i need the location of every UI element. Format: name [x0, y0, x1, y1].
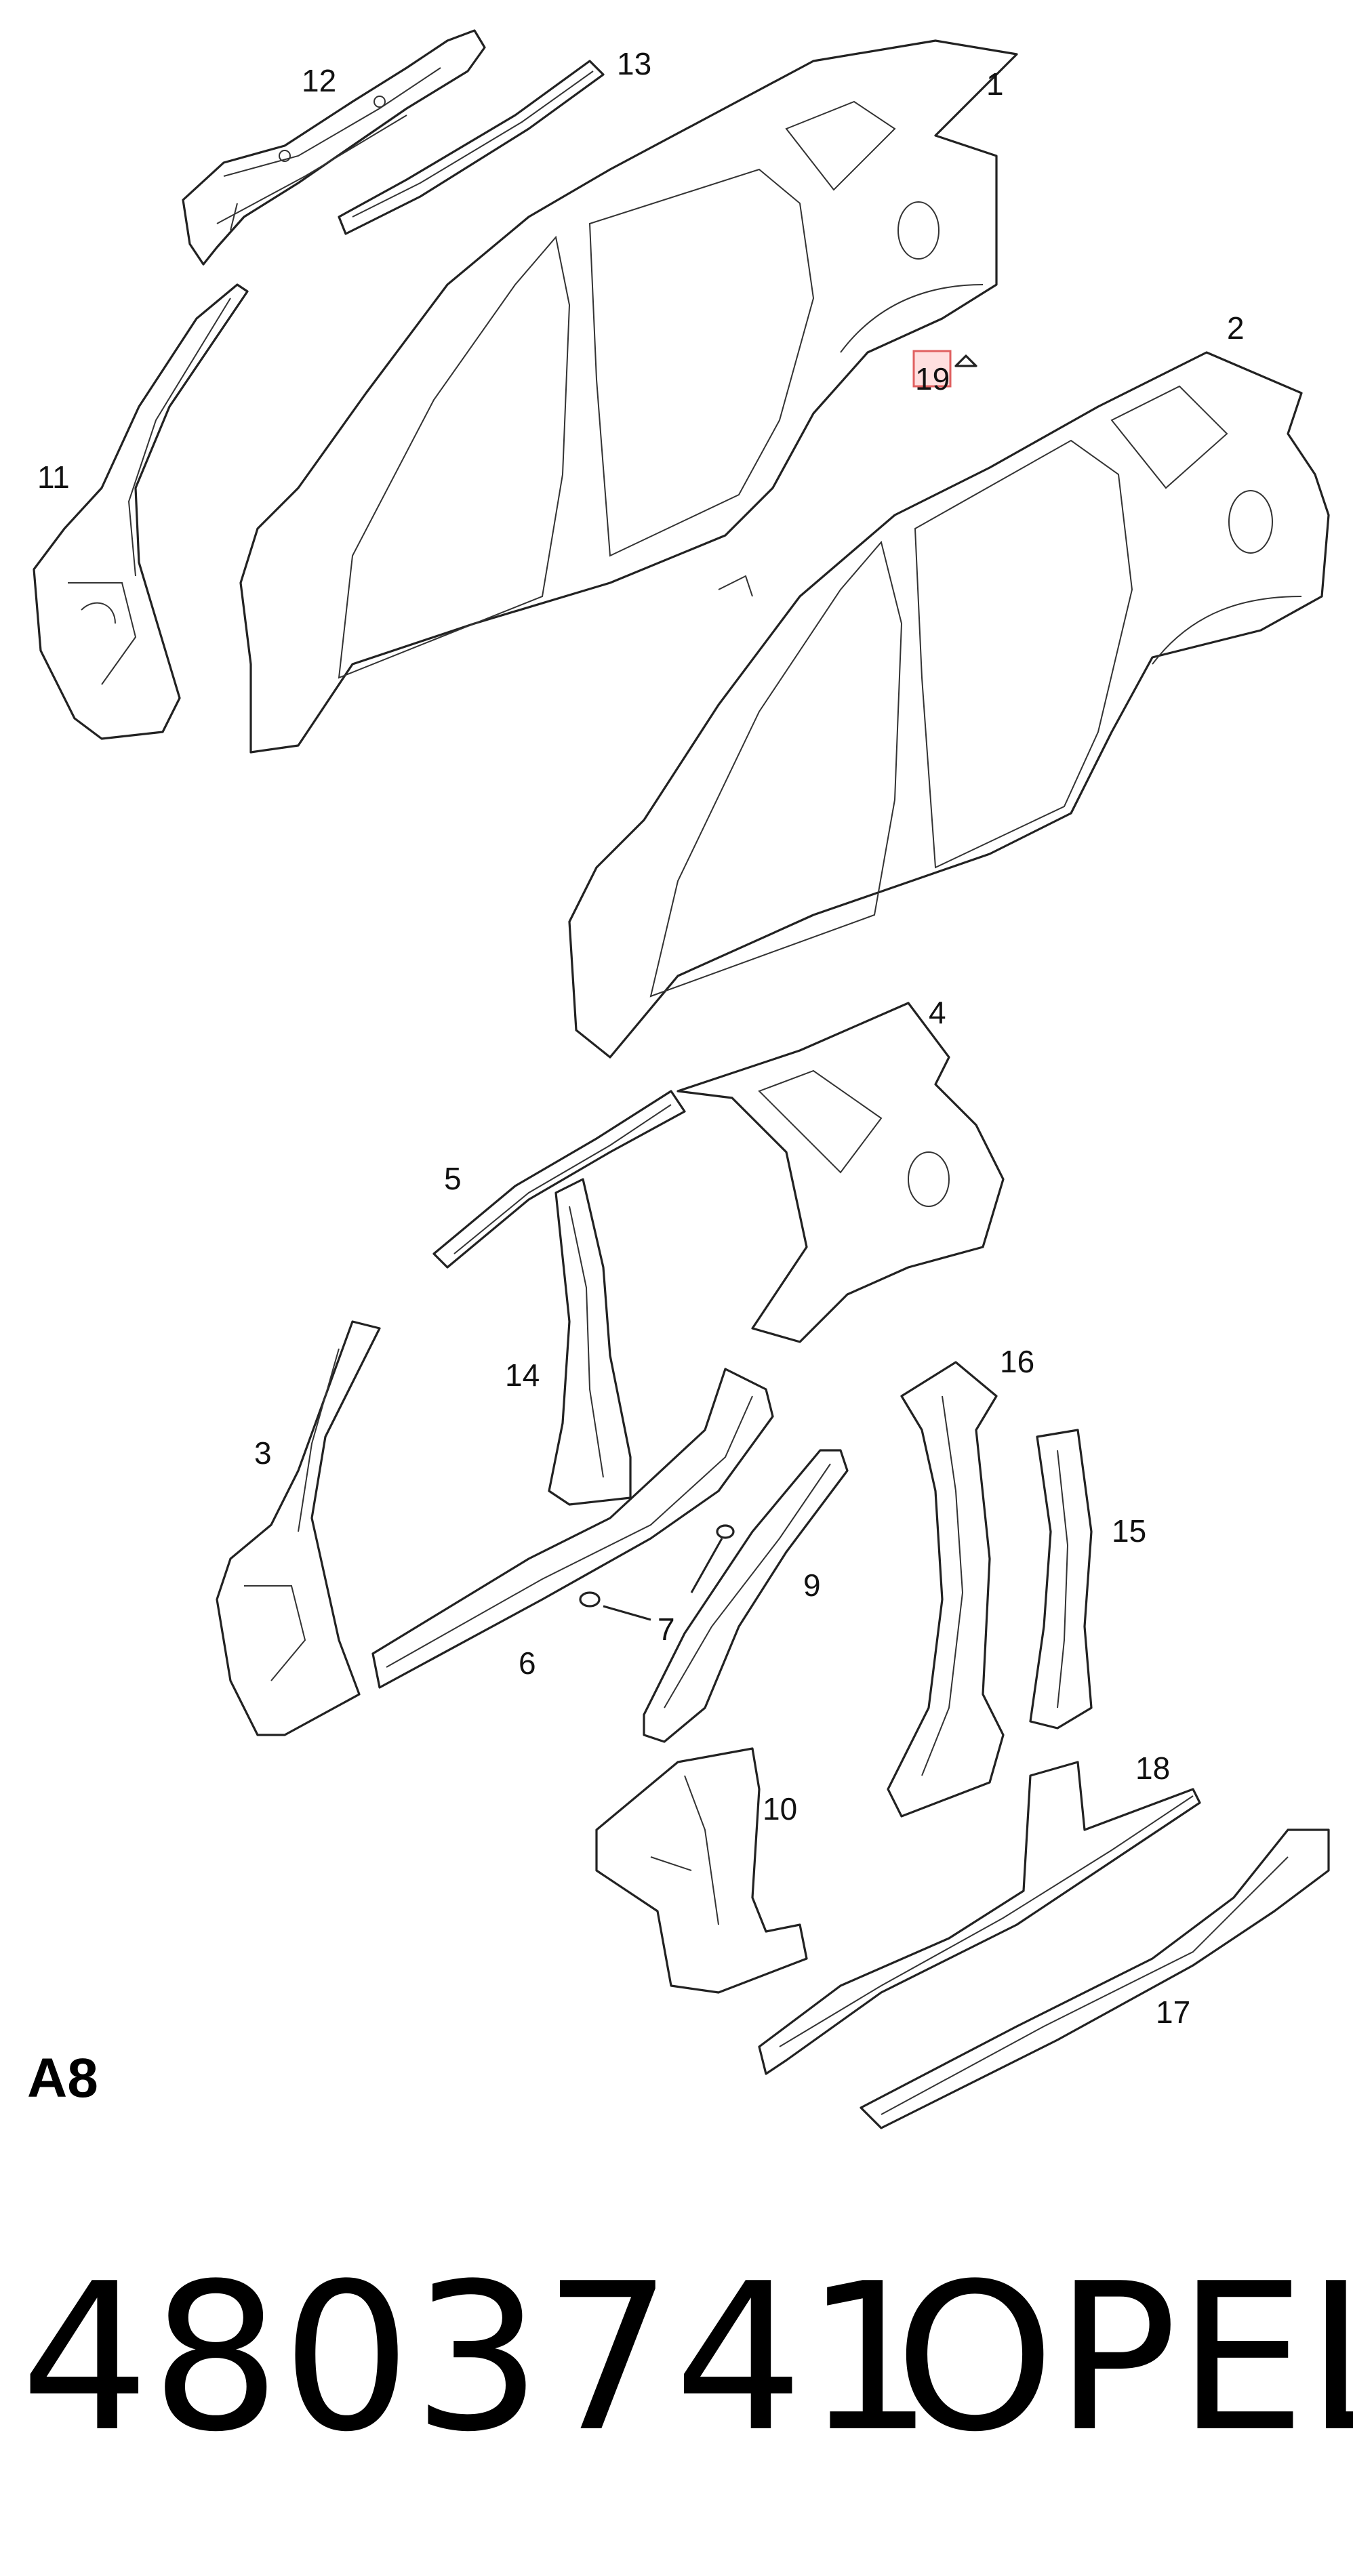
label-11: 11 — [37, 459, 70, 495]
label-17: 17 — [1156, 1995, 1190, 2030]
part-10-wheelhouse — [595, 1747, 808, 1994]
brand-name: OPEL — [895, 2240, 1353, 2476]
part-4-quarter-panel — [676, 1002, 1005, 1343]
label-7: 7 — [658, 1612, 675, 1647]
part-3-a-pillar-lower — [216, 1320, 381, 1736]
label-1: 1 — [986, 66, 1004, 102]
callout-labels: 1 2 3 4 5 6 7 9 10 11 12 13 14 15 16 17 … — [37, 46, 1245, 2030]
label-6: 6 — [519, 1645, 536, 1681]
label-16: 16 — [1000, 1344, 1034, 1379]
label-9: 9 — [803, 1568, 821, 1603]
part-12-reinforcement — [182, 29, 486, 266]
part-19-highlight-box — [912, 350, 952, 388]
label-3: 3 — [254, 1435, 272, 1471]
section-code: A8 — [27, 2047, 98, 2109]
part-6-rocker — [371, 1368, 774, 1689]
label-14: 14 — [505, 1357, 540, 1393]
part-19-fastener — [912, 350, 977, 388]
part-17-rocker-outer — [860, 1828, 1330, 2129]
part-number: 4803741 — [20, 2240, 936, 2476]
label-13: 13 — [617, 46, 651, 81]
label-10: 10 — [763, 1791, 797, 1826]
part-5-roof-rail — [432, 1090, 686, 1269]
part-7-grommet — [579, 1524, 735, 1621]
part-18-rocker-reinforcement — [758, 1761, 1201, 2075]
label-12: 12 — [302, 63, 336, 98]
label-15: 15 — [1112, 1513, 1146, 1549]
part-14-b-pillar — [548, 1178, 632, 1506]
label-18: 18 — [1135, 1751, 1170, 1786]
part-1-body-side — [239, 39, 1018, 754]
part-11-a-pillar — [33, 283, 249, 740]
label-4: 4 — [929, 995, 946, 1030]
label-19: 19 — [915, 361, 950, 396]
part-13-roof-rail — [338, 60, 605, 235]
part-16-b-pillar-outer — [887, 1361, 1005, 1818]
part-9-reinforcement — [643, 1449, 849, 1743]
part-15-b-pillar-reinforcement — [1029, 1429, 1093, 1730]
part-2-body-side — [568, 351, 1330, 1059]
label-2: 2 — [1227, 310, 1245, 346]
label-5: 5 — [444, 1161, 462, 1196]
